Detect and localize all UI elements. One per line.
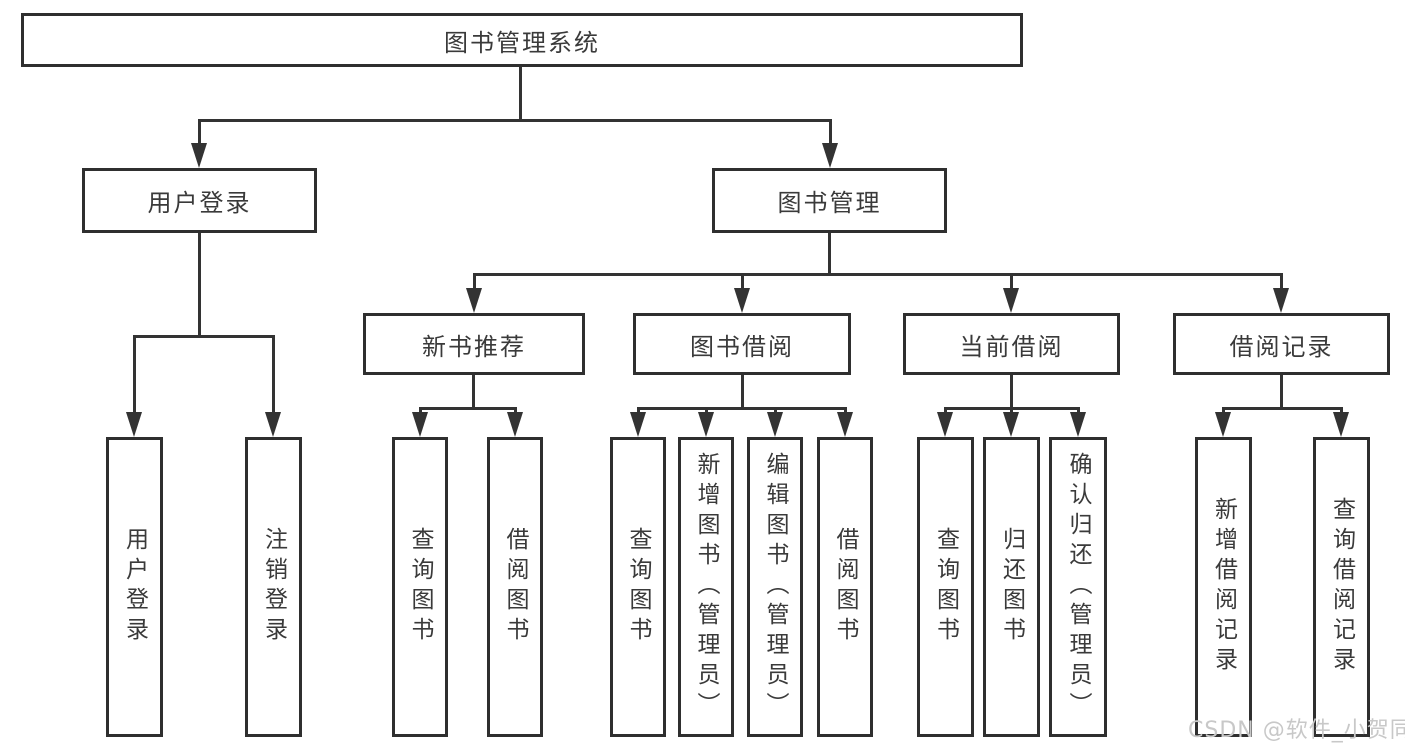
connector-borrow-records-vertical <box>1280 375 1283 409</box>
leaf-label: 用户登录 <box>121 527 148 647</box>
connector-book-borrow-horizontal <box>637 407 847 410</box>
leaf-query-borrow-record: 查询借阅记录 <box>1313 437 1370 737</box>
node-borrow-records: 借阅记录 <box>1173 313 1390 375</box>
leaf-logout: 注销登录 <box>245 437 302 737</box>
node-label: 图书管理系统 <box>444 28 600 57</box>
node-label: 新书推荐 <box>422 332 526 361</box>
node-library-management-system: 图书管理系统 <box>21 13 1023 67</box>
connector-root-horizontal <box>198 119 832 122</box>
leaf-label: 新增借阅记录 <box>1210 497 1237 677</box>
node-book-management: 图书管理 <box>712 168 947 233</box>
leaf-label: 查询图书 <box>407 527 433 647</box>
leaf-query-books-recommend: 查询图书 <box>392 437 448 737</box>
leaf-label: 编辑图书（管理员） <box>762 452 788 722</box>
leaf-confirm-return-admin: 确认归还（管理员） <box>1049 437 1107 737</box>
arrow-to-add-borrow-record <box>1215 407 1231 437</box>
node-label: 图书借阅 <box>690 332 794 361</box>
leaf-add-borrow-record: 新增借阅记录 <box>1195 437 1252 737</box>
arrow-to-edit-book <box>767 407 783 437</box>
leaf-edit-book-admin: 编辑图书（管理员） <box>747 437 803 737</box>
arrow-to-leaf-logout <box>265 335 281 437</box>
leaf-label: 新增图书（管理员） <box>693 452 719 722</box>
leaf-label: 注销登录 <box>260 527 287 647</box>
arrow-to-add-book <box>698 407 714 437</box>
node-new-book-recommend: 新书推荐 <box>363 313 585 375</box>
node-current-borrow: 当前借阅 <box>903 313 1120 375</box>
arrow-to-user-login <box>191 119 207 168</box>
leaf-return-book: 归还图书 <box>983 437 1040 737</box>
connector-borrow-records-horizontal <box>1222 407 1343 410</box>
node-user-login: 用户登录 <box>82 168 317 233</box>
leaf-label: 确认归还（管理员） <box>1065 452 1091 722</box>
leaf-query-books-borrow: 查询图书 <box>610 437 666 737</box>
node-label: 用户登录 <box>147 189 252 217</box>
leaf-label: 借阅图书 <box>502 527 528 647</box>
leaf-label: 借阅图书 <box>832 527 858 647</box>
connector-root-vertical <box>519 67 522 121</box>
arrow-to-query-books-d <box>937 407 953 437</box>
arrow-to-query-books-c <box>630 407 646 437</box>
node-book-borrow: 图书借阅 <box>633 313 851 375</box>
arrow-to-borrow-books-b <box>507 407 523 437</box>
leaf-label: 归还图书 <box>998 527 1025 647</box>
node-label: 图书管理 <box>777 189 882 217</box>
leaf-add-book-admin: 新增图书（管理员） <box>678 437 734 737</box>
connector-user-login-vertical <box>198 233 201 337</box>
leaf-label: 查询图书 <box>932 527 959 647</box>
arrow-to-borrow-books-c <box>837 407 853 437</box>
leaf-user-login: 用户登录 <box>106 437 163 737</box>
arrow-to-leaf-user-login <box>126 335 142 437</box>
connector-new-book-horizontal <box>419 407 517 410</box>
arrow-to-return-book <box>1003 407 1019 437</box>
arrow-to-borrow-records <box>1273 273 1289 313</box>
arrow-to-book-borrow <box>734 273 750 313</box>
connector-book-borrow-vertical <box>741 375 744 409</box>
arrow-to-confirm-return <box>1070 407 1086 437</box>
watermark-text: CSDN @软件_小贺同学 <box>1188 718 1405 743</box>
arrow-to-new-book-recommend <box>466 273 482 313</box>
arrow-to-query-books-b <box>412 407 428 437</box>
leaf-label: 查询借阅记录 <box>1328 497 1355 677</box>
connector-current-borrow-vertical <box>1010 375 1013 409</box>
connector-user-login-horizontal <box>133 335 275 338</box>
node-label: 当前借阅 <box>959 332 1064 361</box>
connector-new-book-vertical <box>472 375 475 409</box>
arrow-to-book-management <box>822 119 838 168</box>
connector-book-management-vertical <box>828 233 831 275</box>
node-label: 借阅记录 <box>1229 332 1334 361</box>
leaf-label: 查询图书 <box>625 527 651 647</box>
leaf-query-books-current: 查询图书 <box>917 437 974 737</box>
leaf-borrow-books-recommend: 借阅图书 <box>487 437 543 737</box>
connector-book-management-horizontal <box>473 273 1283 276</box>
leaf-borrow-books-borrow: 借阅图书 <box>817 437 873 737</box>
arrow-to-current-borrow <box>1003 273 1019 313</box>
arrow-to-query-borrow-record <box>1333 407 1349 437</box>
